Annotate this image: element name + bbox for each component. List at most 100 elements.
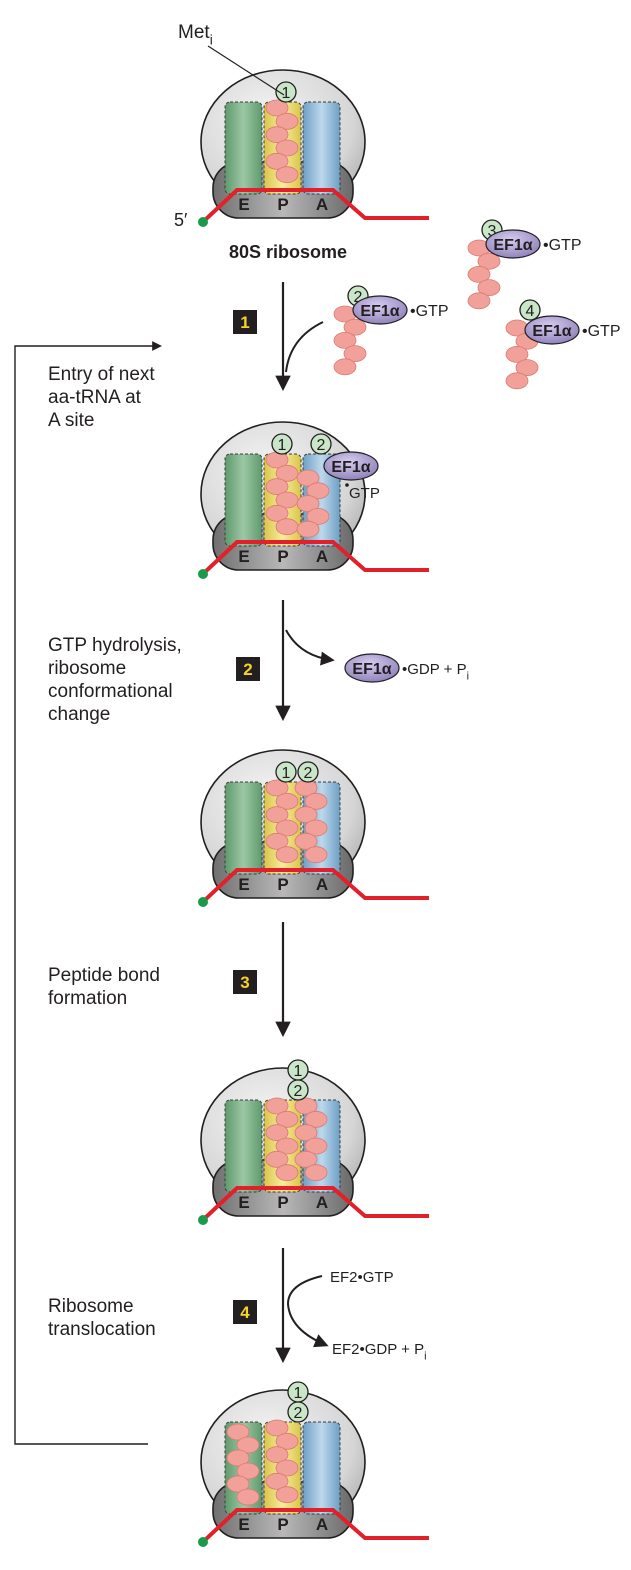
ribosome-title: 80S ribosome — [229, 242, 347, 262]
trna-2 — [265, 1419, 299, 1504]
trna-1 — [265, 1097, 299, 1182]
svg-text:2: 2 — [294, 1083, 303, 1100]
site-label-p: P — [277, 195, 288, 214]
mrna-strand — [203, 540, 429, 574]
trna-2 — [294, 1097, 328, 1182]
step-2-label: GTP hydrolysis, ribosome conformational … — [48, 635, 182, 725]
svg-text:4: 4 — [526, 303, 535, 320]
mrna-5prime-cap — [198, 569, 208, 579]
mrna-strand — [203, 188, 429, 222]
step-badge-4: 4 — [233, 1300, 257, 1324]
svg-text:2: 2 — [317, 437, 326, 454]
trna-shape — [505, 319, 539, 390]
trna-2 — [296, 469, 330, 538]
trna-number-1: 1 — [287, 1059, 309, 1081]
gtp-label: •GTP — [410, 303, 449, 320]
ef1a-factor: EF1α — [352, 295, 408, 325]
five-prime-label: 5′ — [174, 210, 188, 230]
ef1a-factor: EF1α — [485, 229, 541, 259]
step-2-release-curve — [285, 629, 335, 666]
site-a — [302, 1421, 341, 1515]
step-badge-1: 1 — [233, 310, 257, 334]
step-1-label: Entry of next aa-tRNA at A site — [48, 364, 155, 431]
site-label-e: E — [238, 195, 249, 214]
trna-number-1: 1 — [271, 433, 293, 455]
svg-text:4: 4 — [240, 1303, 250, 1322]
step-badge-2: 2 — [236, 657, 260, 681]
gdp-pi-label: •GDP + Pi — [402, 661, 469, 682]
trna-shape — [333, 305, 367, 376]
ef1a-factor: EF1α — [344, 653, 400, 683]
site-label-a: A — [316, 1193, 328, 1212]
svg-text:2: 2 — [243, 660, 252, 679]
trna-number-2: 2 — [287, 1401, 309, 1423]
trna-1 — [226, 1423, 260, 1506]
ef2-gtp-label: EF2•GTP — [330, 1269, 394, 1286]
trna-number-2: 2 — [297, 761, 319, 783]
site-label-a: A — [316, 875, 328, 894]
ef1a-label: EF1α — [493, 237, 532, 254]
svg-text:2: 2 — [294, 1405, 303, 1422]
svg-text:3: 3 — [240, 973, 249, 992]
step-4-ef2-curve — [286, 1275, 329, 1348]
step-3-label: Peptide bond formation — [48, 965, 160, 1009]
trna-shape — [467, 239, 501, 310]
ef1a-label: EF1α — [352, 661, 391, 678]
site-label-a: A — [316, 195, 328, 214]
ef1a-factor: EF1α — [323, 451, 379, 481]
cycle-return-arrow — [14, 341, 162, 1445]
mrna-strand — [203, 868, 429, 902]
met-text: Meti — [178, 22, 213, 48]
site-a — [302, 101, 341, 195]
site-label-e: E — [238, 875, 249, 894]
ribosome-4: E P A 1 2 — [198, 1381, 429, 1547]
ef1a-gdp-release: EF1α •GDP + Pi — [344, 653, 469, 683]
ef2-gdp-label: EF2•GDP + Pi — [332, 1341, 427, 1362]
trna-2 — [294, 779, 328, 864]
site-label-a: A — [316, 547, 328, 566]
step-badge-3: 3 — [233, 970, 257, 994]
svg-text:1: 1 — [282, 85, 291, 102]
trna-number-1: 1 — [287, 1381, 309, 1403]
site-e — [224, 453, 263, 547]
step-4-label: Ribosome translocation — [48, 1296, 156, 1340]
svg-text:2: 2 — [354, 289, 363, 306]
site-label-p: P — [277, 875, 288, 894]
svg-text:1: 1 — [278, 437, 287, 454]
svg-text:3: 3 — [488, 223, 497, 240]
gtp-label: •GTP — [582, 323, 621, 340]
mrna-5prime-cap — [198, 897, 208, 907]
svg-text:1: 1 — [282, 765, 291, 782]
ef1a-label: EF1α — [532, 323, 571, 340]
ribosome-0: E P A 1 — [198, 69, 429, 227]
step-1-entry-curve — [285, 321, 324, 373]
svg-text:2: 2 — [304, 765, 313, 782]
site-label-e: E — [238, 1193, 249, 1212]
site-label-e: E — [238, 1515, 249, 1534]
trna-number-1: 1 — [275, 761, 297, 783]
site-label-a: A — [316, 1515, 328, 1534]
site-e — [224, 1099, 263, 1193]
mrna-strand — [203, 1508, 429, 1542]
svg-text:1: 1 — [294, 1063, 303, 1080]
mrna-5prime-cap — [198, 1215, 208, 1225]
ef1a-label: EF1α — [331, 459, 370, 476]
ef1a-factor: EF1α — [524, 315, 580, 345]
trna-number-4: 4 — [519, 299, 541, 321]
site-label-p: P — [277, 1515, 288, 1534]
trna-1 — [265, 451, 299, 536]
trna-number-2: 2 — [287, 1079, 309, 1101]
mrna-5prime-cap — [198, 1537, 208, 1547]
gtp-label: GTP — [349, 485, 380, 502]
site-e — [224, 101, 263, 195]
trna-number-1: 1 — [275, 81, 297, 103]
met-label: Meti — [178, 22, 285, 96]
mrna-strand — [203, 1186, 429, 1220]
